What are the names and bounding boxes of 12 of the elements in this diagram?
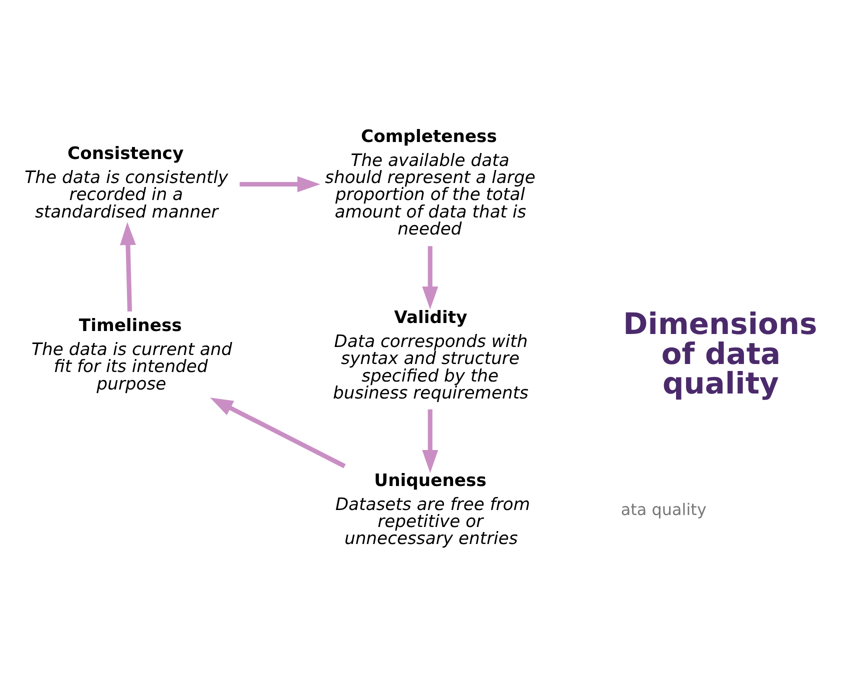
label: Dimensions of data quality (623, 307, 818, 402)
label: ata quality (620, 500, 706, 520)
arrow (210, 398, 346, 468)
node-text: Completeness The available data should represent a large proportion of the total amount of data that is needed (325, 126, 536, 240)
node-text: Timeliness The data is current and fit for its intended purpose (32, 316, 232, 394)
node-text: Uniqueness Datasets are free from repetitive or unnecessary entries (335, 470, 530, 550)
node-text: Validity Data corresponds with syntax and structure specified by the business requirements (333, 308, 528, 404)
node-text: Consistency The data is consistently recorded in a standardised manner (24, 144, 228, 222)
arrow (120, 222, 136, 312)
arrow (422, 246, 438, 310)
arrow (422, 409, 438, 473)
arrow (240, 176, 320, 192)
